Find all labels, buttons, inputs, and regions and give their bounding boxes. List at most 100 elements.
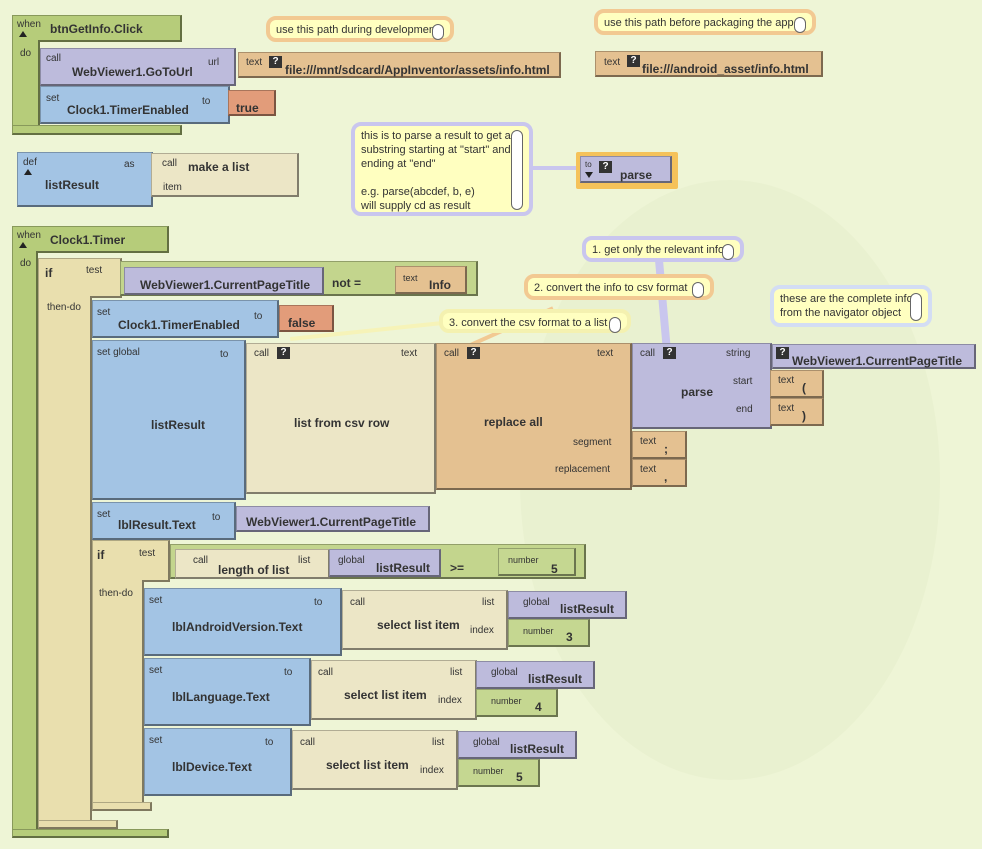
comment-toggle-icon[interactable] (511, 130, 523, 210)
set-label: set (149, 595, 163, 606)
comment-step3[interactable]: 3. convert the csv format to a list (439, 309, 631, 333)
start-value: ( (802, 381, 806, 395)
comment-toggle-icon[interactable] (692, 282, 704, 298)
call-gotourl-block[interactable] (40, 48, 236, 86)
number-block[interactable] (476, 689, 558, 717)
set-global-listresult-block[interactable] (92, 340, 246, 500)
number-label: number (523, 626, 554, 636)
index-value: 5 (516, 770, 523, 784)
help-icon[interactable]: ? (277, 347, 290, 359)
comment-toggle-icon[interactable] (432, 24, 444, 40)
help-icon[interactable]: ? (627, 55, 640, 67)
getter-currentpagetitle[interactable] (124, 267, 324, 295)
def-listresult-block[interactable] (17, 152, 153, 207)
help-icon[interactable]: ? (599, 161, 612, 173)
set-global-label: set global (97, 347, 140, 358)
text-start-block[interactable] (770, 370, 824, 398)
comment-toggle-icon[interactable] (794, 17, 806, 33)
index-label: index (420, 765, 444, 776)
true-block[interactable] (228, 90, 276, 116)
text-comma-block[interactable] (632, 459, 687, 487)
event-name: btnGetInfo.Click (50, 22, 143, 36)
set-prop-block[interactable] (144, 588, 342, 656)
text-dev-url-block[interactable] (238, 52, 561, 78)
if-block-outer[interactable] (38, 258, 122, 298)
replace-all-block[interactable] (436, 343, 632, 490)
comment-parse-description[interactable]: this is to parse a result to get a subst… (351, 122, 533, 216)
prop-name: lblLanguage.Text (172, 690, 270, 704)
length-of-list-block[interactable] (175, 549, 330, 579)
select-list-item-block[interactable] (342, 590, 508, 650)
global-label: global (491, 667, 518, 678)
set-prop-block[interactable] (144, 658, 311, 726)
comment-navigator-info[interactable]: these are the complete info from the nav… (770, 285, 932, 327)
false-value: false (288, 316, 316, 330)
text-info-block[interactable] (395, 266, 467, 294)
make-list-block[interactable] (151, 153, 299, 177)
comment-text: 1. get only the relevant info (592, 244, 725, 256)
collapse-triangle-icon[interactable] (24, 169, 32, 175)
do-label: do (20, 48, 32, 59)
help-icon[interactable]: ? (467, 347, 480, 359)
getter-currentpagetitle[interactable] (772, 344, 976, 369)
comment-text: 3. convert the csv format to a list (449, 317, 608, 329)
call-label: call (254, 348, 270, 359)
number-block[interactable] (498, 548, 576, 576)
start-label: start (733, 376, 753, 387)
call-label: call (300, 737, 316, 748)
if-label: if (45, 266, 53, 280)
text-semicolon-block[interactable] (632, 431, 687, 459)
getter-name: WebViewer1.CurrentPageTitle (792, 354, 963, 368)
list-from-csv-row-block[interactable] (246, 343, 436, 494)
true-value: true (236, 101, 259, 115)
comment-toggle-icon[interactable] (609, 317, 621, 333)
select-list-item-block[interactable] (292, 730, 458, 790)
string-label: string (726, 348, 751, 359)
set-prop-block[interactable] (144, 728, 292, 796)
help-icon[interactable]: ? (269, 56, 282, 68)
text-end-block[interactable] (770, 398, 824, 426)
set-timerenabled-block[interactable] (40, 86, 230, 124)
set-lblresult-block[interactable] (92, 502, 236, 540)
comment-pkg-path[interactable]: use this path before packaging the app (594, 9, 816, 35)
comment-toggle-icon[interactable] (722, 244, 734, 260)
comment-line: e.g. parse(abcdef, b, e) (361, 186, 475, 198)
global-listresult-getter[interactable] (476, 661, 595, 689)
help-icon[interactable]: ? (663, 347, 676, 359)
method-name: WebViewer1.GoToUrl (72, 65, 193, 79)
number-label: number (491, 696, 522, 706)
text-label: text (246, 57, 263, 68)
number-block[interactable] (508, 619, 590, 647)
text-value: Info (429, 278, 451, 292)
compare-op: not = (332, 276, 361, 290)
set-timerenabled-false-block[interactable] (92, 300, 279, 338)
to-label: to (254, 311, 263, 322)
help-icon[interactable]: ? (776, 347, 789, 359)
global-listresult-getter[interactable] (458, 731, 577, 759)
getter-currentpagetitle[interactable] (236, 506, 430, 532)
index-label: index (470, 625, 494, 636)
global-listresult-getter[interactable] (508, 591, 627, 619)
fn-name: make a list (188, 160, 250, 174)
to-label: to (212, 512, 221, 523)
number-block[interactable] (458, 759, 540, 787)
pkg-url: file:///android_asset/info.html (642, 62, 809, 76)
global-listresult-getter[interactable] (329, 549, 441, 577)
comment-toggle-icon[interactable] (910, 293, 922, 321)
global-var-name: listResult (151, 418, 206, 432)
collapse-triangle-icon[interactable] (19, 242, 27, 248)
false-block[interactable] (279, 305, 334, 332)
fn-name: select list item (326, 758, 409, 772)
comment-step2[interactable]: 2. convert the info to csv format (524, 274, 714, 300)
collapse-triangle-icon[interactable] (19, 31, 27, 37)
expand-triangle-icon[interactable] (585, 172, 593, 178)
end-value: ) (802, 409, 806, 423)
item-label: item (163, 182, 182, 193)
then-do-label: then-do (99, 588, 133, 599)
comment-line: from the navigator object (780, 307, 902, 319)
comment-step1[interactable]: 1. get only the relevant info (582, 236, 744, 262)
comment-dev-path[interactable]: use this path during development (266, 16, 454, 42)
test-label: test (139, 548, 156, 559)
do-label: do (20, 258, 32, 269)
text-label: text (604, 57, 621, 68)
